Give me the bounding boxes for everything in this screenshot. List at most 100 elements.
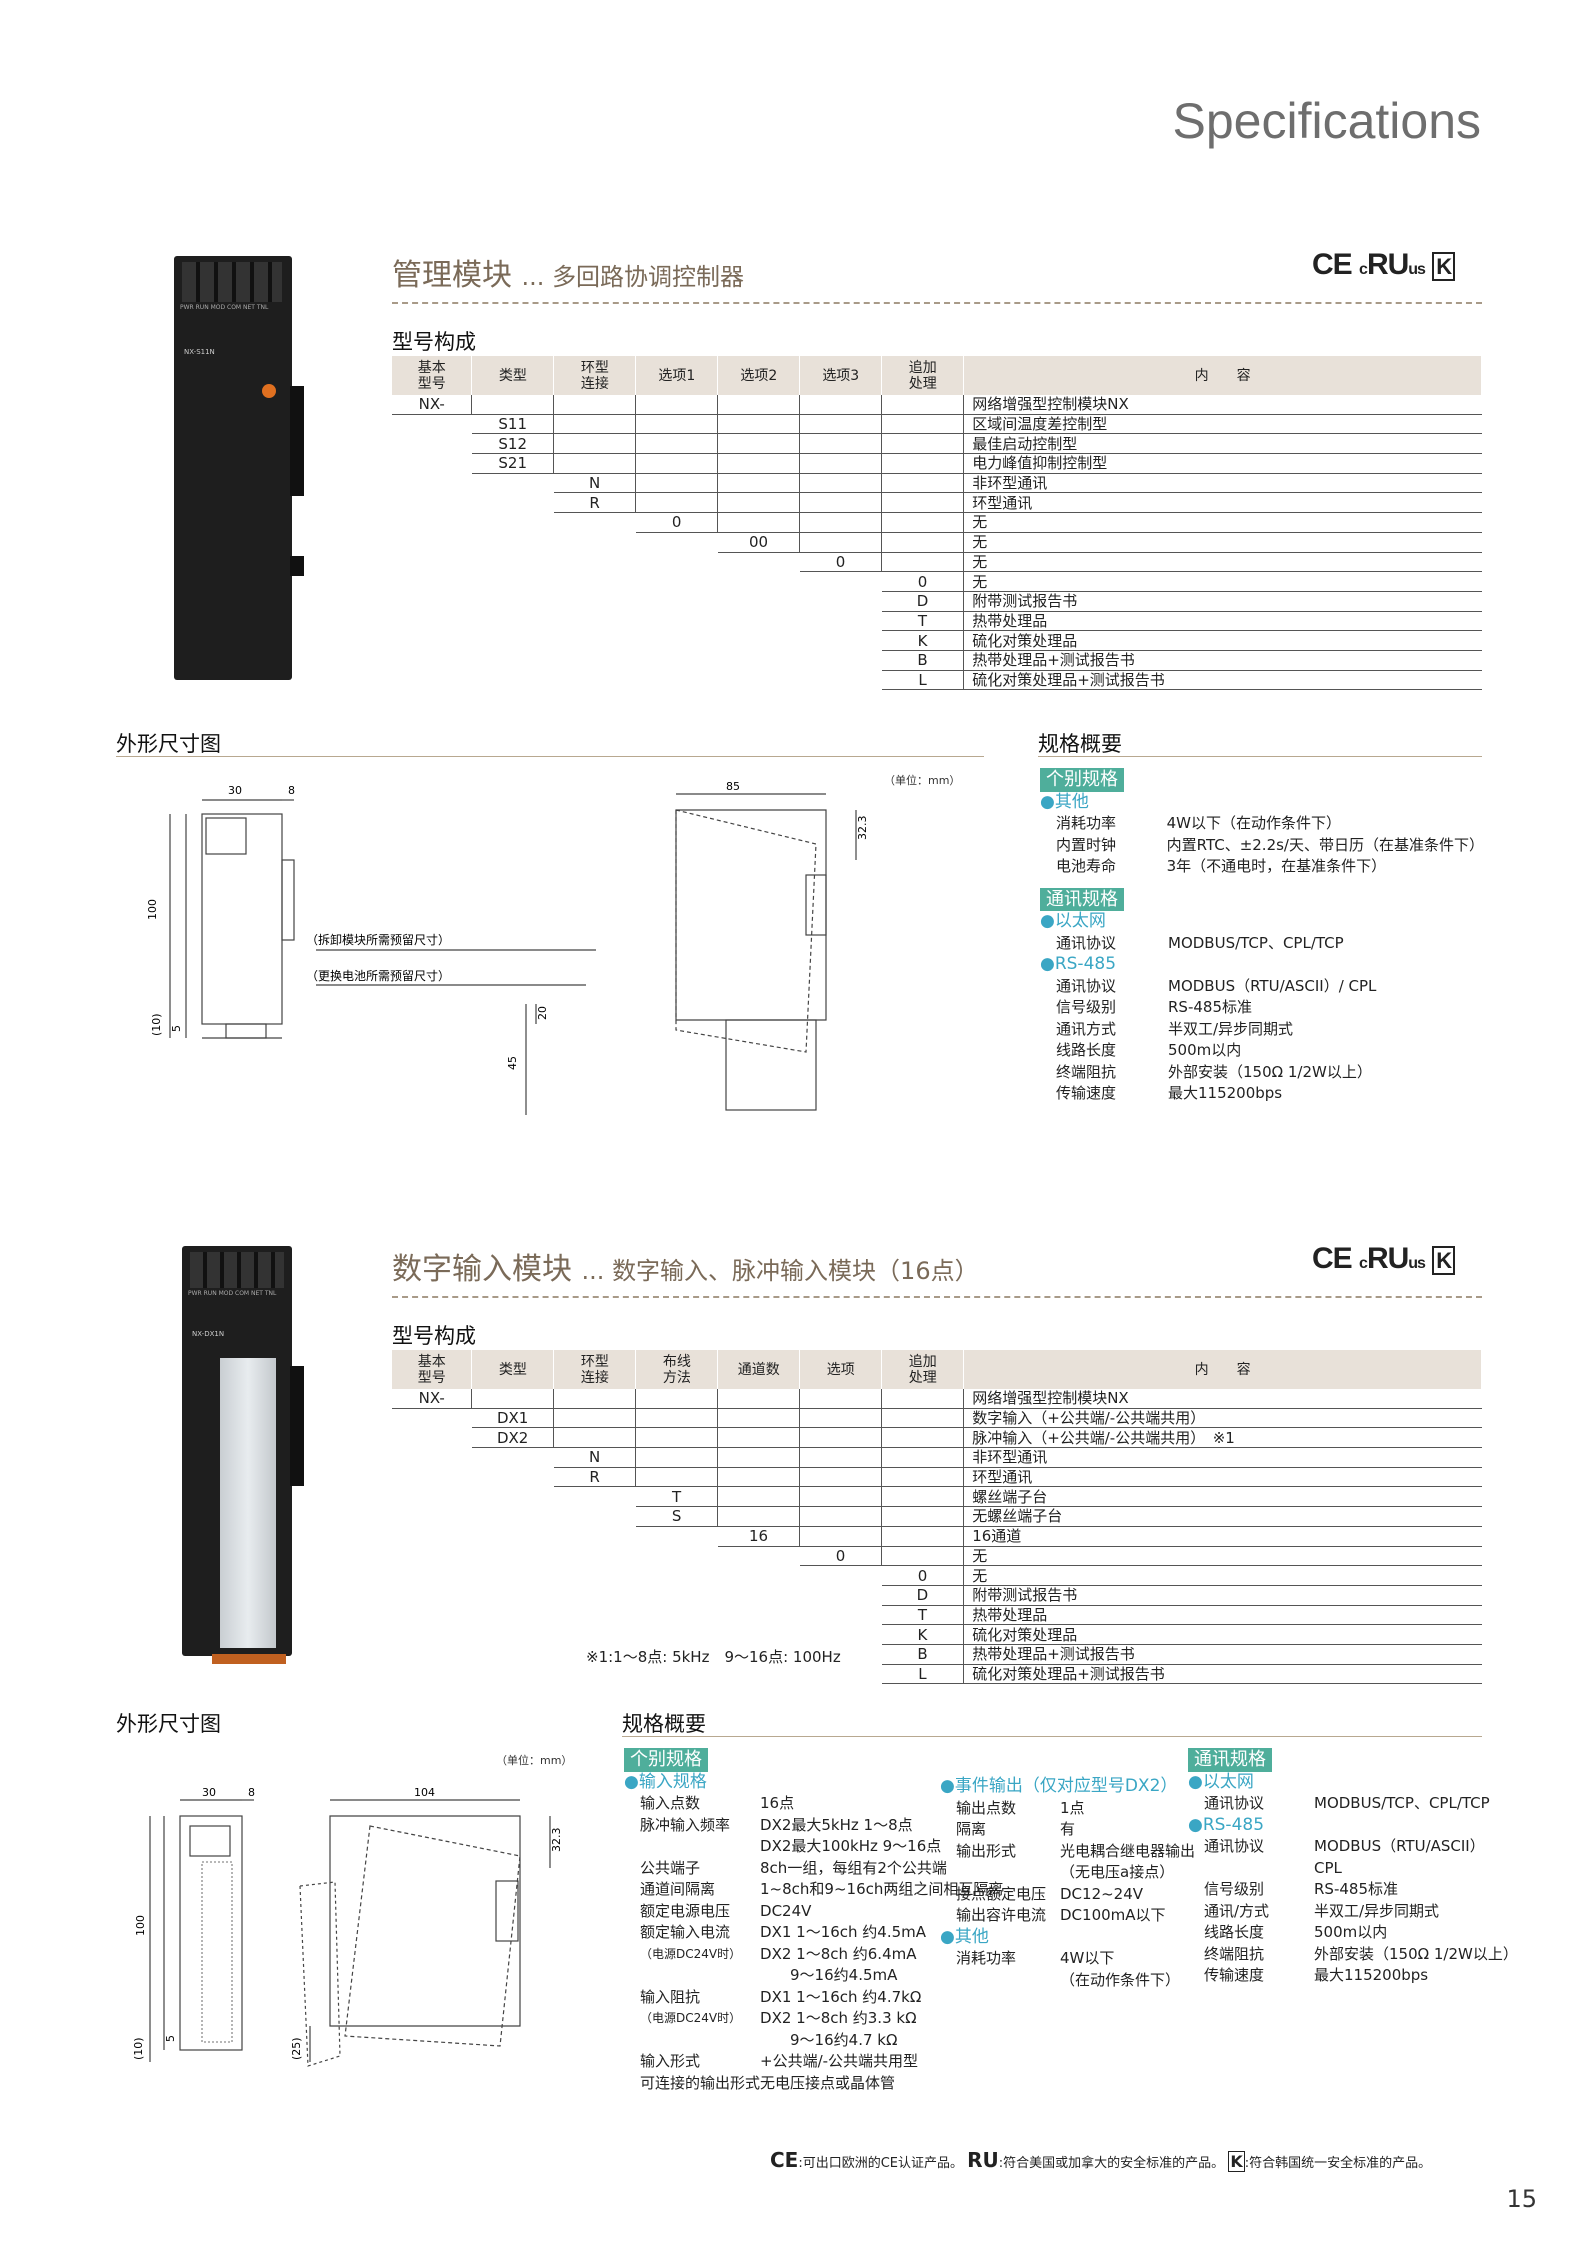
model-row: NX-网络增强型控制模块NX xyxy=(392,395,1482,415)
model-code: K xyxy=(881,1624,965,1645)
spec-item: 通讯方式半双工/异步同期式 xyxy=(1056,1019,1376,1041)
spec-label xyxy=(640,1836,760,1858)
model-code: T xyxy=(881,1605,965,1626)
spec-item: CPL xyxy=(1204,1858,1518,1880)
spec-value: +公共端/-公共端共用型 xyxy=(760,2052,919,2070)
model-col-header: 环型连接 xyxy=(553,1350,637,1389)
s2-eth-bullet: ●以太网 xyxy=(1188,1771,1254,1792)
spec-item: 终端阻抗外部安装（150Ω 1/2W以上） xyxy=(1204,1944,1518,1966)
model-desc: 无 xyxy=(963,512,1482,533)
spec-label: 通讯/方式 xyxy=(1204,1901,1270,1920)
spec-item: 内置时钟内置RTC、±2.2s/天、带日历（在基准条件下） xyxy=(1056,835,1484,857)
note-battery: （更换电池所需预留尺寸） xyxy=(306,969,450,983)
spec-label: 传输速度 xyxy=(1056,1084,1117,1102)
model-desc: 非环型通讯 xyxy=(963,1447,1482,1468)
s2-title: 数字输入模块 ... 数字输入、脉冲输入模块（16点） xyxy=(392,1244,979,1288)
spec-value: 500m以内 xyxy=(1314,1923,1388,1941)
spec-value: RS-485标准 xyxy=(1168,998,1252,1016)
dim2-100: 100 xyxy=(134,1915,147,1936)
dim-10: (10) xyxy=(150,1013,163,1036)
dim-45: 45 xyxy=(506,1056,519,1070)
dim-85: 85 xyxy=(726,780,740,793)
model-code: S xyxy=(635,1506,719,1527)
s1-spec-heading: 规格概要 xyxy=(1038,732,1122,756)
spec-value: 外部安装（150Ω 1/2W以上） xyxy=(1168,1062,1372,1081)
spec-item: 通讯协议 MODBUS/TCP、CPL/TCP xyxy=(1056,933,1344,955)
spec-label: 通讯协议 xyxy=(1056,933,1117,952)
footer-kc-text: :符合韩国统一安全标准的产品。 xyxy=(1244,2156,1432,2171)
spec-item: 输入形式+公共端/-公共端共用型 xyxy=(640,2051,1003,2073)
spec-label: 输出容许电流 xyxy=(956,1906,1047,1924)
model-desc: 螺丝端子台 xyxy=(963,1486,1482,1508)
spec-label: 消耗功率 xyxy=(956,1949,1017,1967)
footer-ce-text: :可出口欧洲的CE认证产品。 xyxy=(798,2156,964,2171)
dim2-25: (25) xyxy=(290,2037,303,2060)
spec-label xyxy=(640,1965,760,1987)
model-code: B xyxy=(881,1644,965,1665)
model-desc: 16通道 xyxy=(963,1526,1482,1547)
s2-dim-heading: 外形尺寸图 xyxy=(116,1712,221,1736)
dim2-32-3: 32.3 xyxy=(550,1828,563,1853)
model-desc: 网络增强型控制模块NX xyxy=(963,395,1482,415)
spec-item: 终端阻抗外部安装（150Ω 1/2W以上） xyxy=(1056,1062,1376,1084)
model-code: 00 xyxy=(717,532,801,553)
model-desc: 硫化对策处理品+测试报告书 xyxy=(963,1664,1482,1685)
spec-value: 3年（不通电时，在基准条件下） xyxy=(1166,857,1387,875)
spec-label: 可连接的输出形式 xyxy=(640,2073,761,2092)
spec-value: 4W以下（在动作条件下） xyxy=(1166,814,1341,832)
spec-label xyxy=(956,1970,1060,1992)
spec-item: DX2最大100kHz 9～16点 xyxy=(640,1836,1003,1858)
spec-value: 9～16约4.7 kΩ xyxy=(760,2030,898,2049)
s2-badge-comm: 通讯规格 xyxy=(1188,1748,1272,1772)
spec-value: DX2最大100kHz 9～16点 xyxy=(760,1837,942,1855)
footer-ul-icon: RU xyxy=(967,2148,999,2172)
s2-spec-rule xyxy=(622,1736,1482,1737)
model-code: NX- xyxy=(392,1389,473,1409)
spec-item: 信号级别 RS-485标准 xyxy=(1056,997,1376,1019)
model-col-header: 基本型号 xyxy=(392,356,473,395)
led-labels: PWR RUN MOD COM NET TNL xyxy=(180,304,269,311)
model-desc: 环型通讯 xyxy=(963,492,1482,514)
model-code: N xyxy=(553,473,637,494)
s1-cert-marks: CE cRUus K xyxy=(1312,248,1456,282)
model-desc: 硫化对策处理品+测试报告书 xyxy=(963,670,1482,691)
model-col-header: 内 容 xyxy=(963,1350,1482,1389)
model-col-header: 选项 xyxy=(799,1350,883,1389)
spec-item: 9～16约4.5mA xyxy=(640,1965,1003,1987)
spec-value: 最大115200bps xyxy=(1168,1084,1283,1102)
model-code: 0 xyxy=(799,1546,883,1567)
model-code: L xyxy=(881,1664,965,1685)
model-row: 16 16通道 xyxy=(392,1526,1482,1547)
spec-value: （无电压a接点） xyxy=(1060,1863,1175,1881)
dim2-10: (10) xyxy=(132,2037,145,2060)
model-code: 16 xyxy=(717,1526,801,1547)
footer-cert-notes: CE:可出口欧洲的CE认证产品。 RU:符合美国或加拿大的安全标准的产品。 K:… xyxy=(770,2148,1431,2172)
model-desc: 硫化对策处理品 xyxy=(963,630,1482,651)
ul-c-icon-2: c xyxy=(1359,1255,1368,1272)
model-col-header: 选项1 xyxy=(635,356,719,395)
model-desc: 附带测试报告书 xyxy=(963,591,1482,612)
model-code: D xyxy=(881,1585,965,1606)
led-labels-2: PWR RUN MOD COM NET TNL xyxy=(188,1290,277,1297)
model-desc: 热带处理品 xyxy=(963,611,1482,632)
spec-item: 输出形式光电耦合继电器输出 xyxy=(956,1841,1195,1863)
model-col-header: 追加处理 xyxy=(881,356,965,395)
model-desc: 无 xyxy=(963,571,1482,592)
model-code: S11 xyxy=(471,414,555,435)
s2-title-divider xyxy=(392,1296,1482,1298)
spec-label: 信号级别 xyxy=(1056,998,1117,1016)
spec-value: MODBUS/TCP、CPL/TCP xyxy=(1168,933,1344,952)
